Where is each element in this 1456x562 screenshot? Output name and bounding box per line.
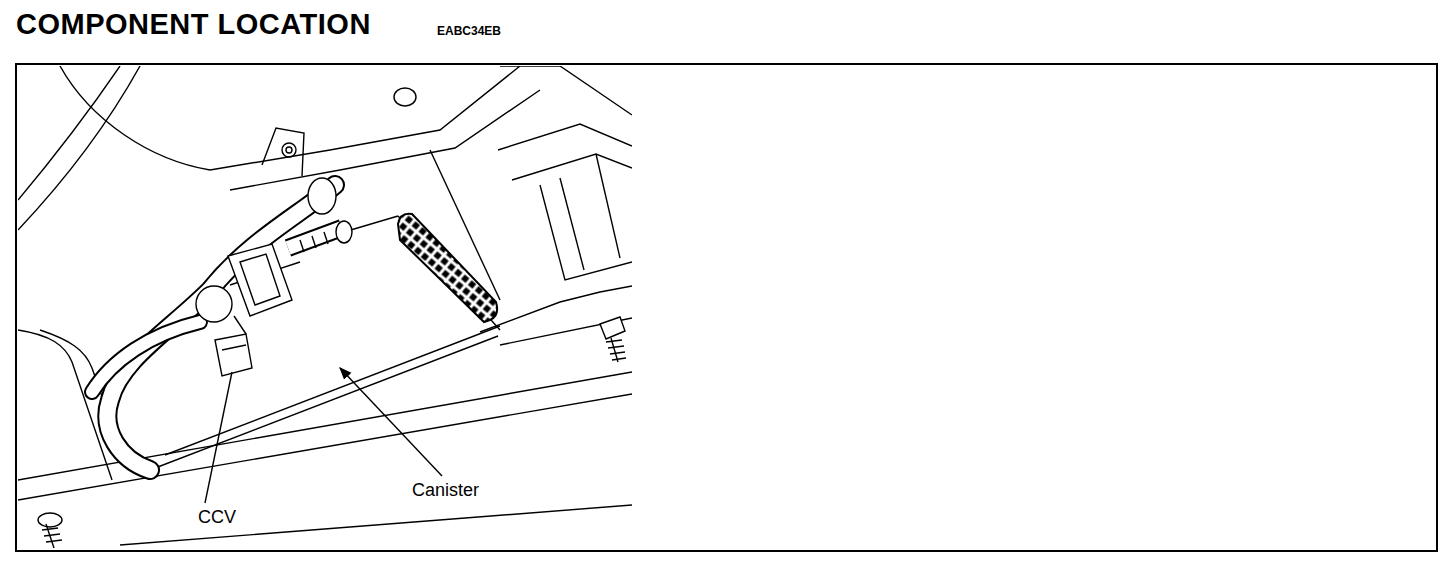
vapor-hose-part <box>308 178 336 214</box>
body-panel-part <box>230 90 540 190</box>
canister-body-part <box>165 326 500 455</box>
right-housing-part <box>596 154 620 258</box>
body-panel-part <box>18 330 112 480</box>
upper-bracket-part <box>262 128 304 176</box>
mounting-bolt-part <box>38 513 62 527</box>
leader-line <box>205 372 232 503</box>
part-label: CCV <box>196 508 238 528</box>
ccv-valve-part <box>240 254 280 305</box>
ccv-valve-part <box>215 334 252 376</box>
leader-arrow <box>340 368 442 476</box>
ccv-valve-part <box>300 232 328 252</box>
canister-grille-part <box>398 214 497 322</box>
body-panel-part <box>394 88 416 106</box>
ccv-valve-part <box>234 316 246 334</box>
canister-body-part <box>150 336 498 470</box>
mounting-bolt-part <box>606 338 626 362</box>
upper-bracket-part <box>286 147 292 153</box>
floor-tray-part <box>120 505 632 545</box>
vapor-hose <box>92 178 336 470</box>
ccv-valve <box>196 221 352 376</box>
right-housing-part <box>540 185 632 280</box>
body-panel-part <box>18 66 140 230</box>
right-housing-part <box>500 66 632 115</box>
upper-bracket-part <box>282 143 296 157</box>
upper-bracket <box>262 128 304 176</box>
ccv-valve-part <box>336 221 352 243</box>
figure-code: EABC34EB <box>437 25 501 38</box>
right-housing-part <box>560 178 584 270</box>
mounting-bolt <box>38 317 626 548</box>
vapor-hose-part <box>92 322 200 392</box>
body-panel <box>18 66 540 480</box>
ccv-valve-part <box>228 244 292 316</box>
component-drawing <box>18 66 632 548</box>
ccv-valve-part <box>222 345 246 350</box>
right-housing-part <box>512 154 632 180</box>
mounting-bolt-part <box>42 524 62 548</box>
ccv-valve-part <box>196 286 232 322</box>
page-title: COMPONENT LOCATION <box>16 9 371 41</box>
body-panel-part <box>18 66 120 200</box>
body-panel-part <box>210 66 520 170</box>
right-housing-part <box>498 124 632 150</box>
canister-grille <box>398 214 497 322</box>
frame <box>16 64 1437 551</box>
vapor-hose-part <box>92 322 200 392</box>
mounting-bolt-part <box>600 317 625 339</box>
leader-lines <box>205 368 442 503</box>
body-panel-part <box>60 66 210 170</box>
part-label: Canister <box>410 481 481 501</box>
